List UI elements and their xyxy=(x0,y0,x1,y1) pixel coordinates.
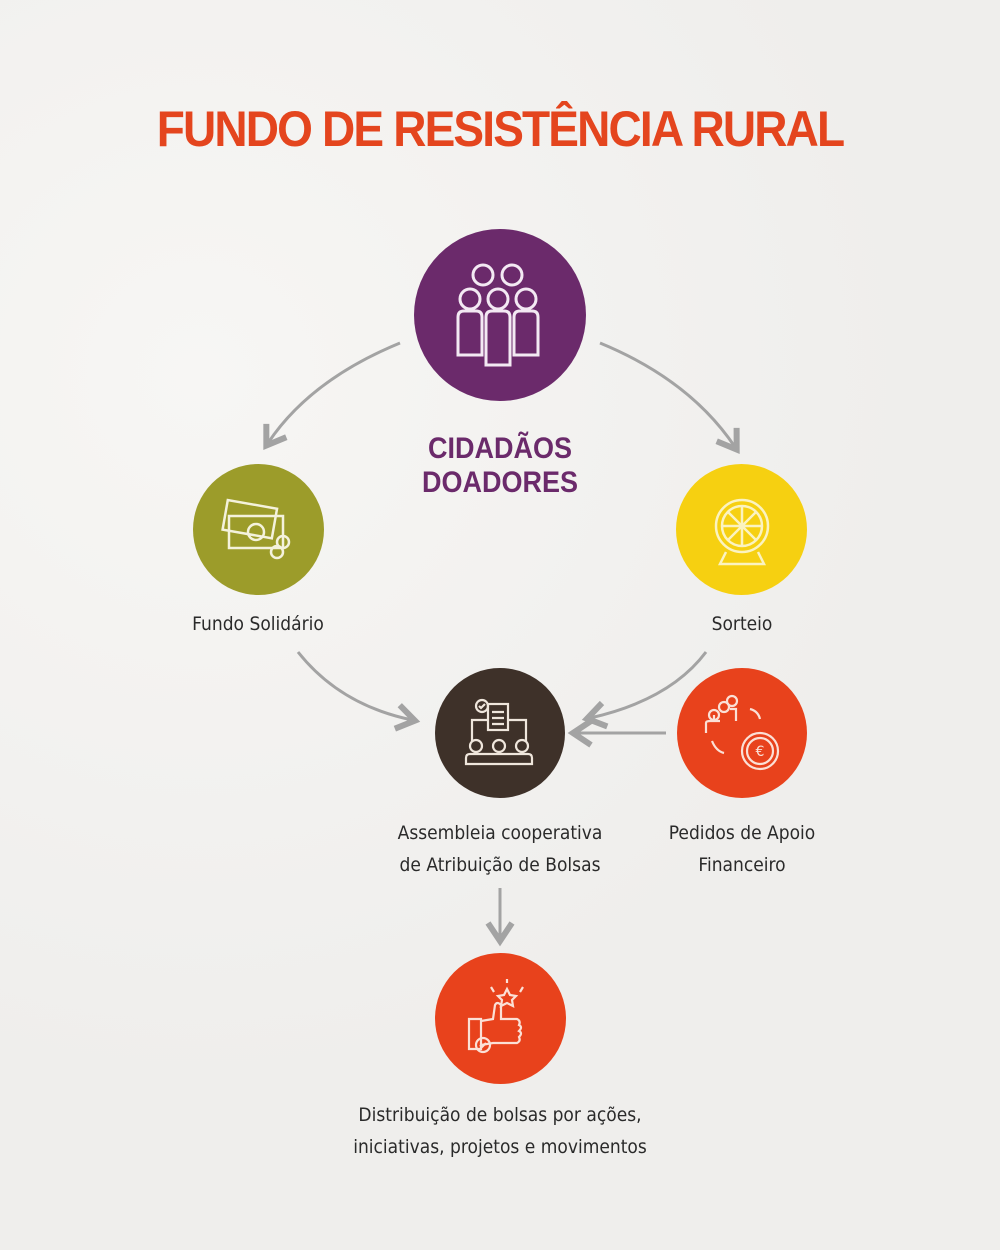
raffle-drum-icon xyxy=(714,498,769,565)
requests-label-line2: Financeiro xyxy=(698,854,786,876)
assembly-label: Assembleia cooperativa de Atribuição de … xyxy=(374,817,626,881)
distribution-label-line2: iniciativas, projetos e movimentos xyxy=(353,1136,647,1158)
arrow-donors-to-fund xyxy=(263,341,401,450)
fund-label: Fundo Solidário xyxy=(192,613,324,635)
assembly-node xyxy=(435,668,565,798)
donors-label-line2: DOADORES xyxy=(421,466,579,499)
donors-node xyxy=(414,229,586,401)
donors-label: CIDADÃOS DOADORES xyxy=(392,432,608,500)
raffle-node xyxy=(676,464,807,595)
assembly-label-line2: de Atribuição de Bolsas xyxy=(399,854,601,876)
distribution-node xyxy=(435,953,566,1084)
requests-label: Pedidos de Apoio Financeiro xyxy=(634,817,850,881)
arrow-fund-to-assembly xyxy=(296,651,421,732)
assembly-document-icon xyxy=(464,698,534,766)
donors-label-line1: CIDADÃOS xyxy=(427,432,572,465)
people-euro-icon: € xyxy=(704,694,780,771)
distribution-label-line1: Distribuição de bolsas por ações, xyxy=(358,1104,642,1126)
thumbs-up-star-icon xyxy=(467,978,524,1053)
people-group-icon xyxy=(456,263,540,367)
svg-text:€: € xyxy=(756,744,765,760)
assembly-label-line1: Assembleia cooperativa xyxy=(397,822,603,844)
arrow-raffle-to-assembly xyxy=(581,651,708,730)
page-title: FUNDO DE RESISTÊNCIA RURAL xyxy=(156,101,845,157)
requests-label-line1: Pedidos de Apoio xyxy=(668,822,816,844)
money-bills-icon xyxy=(220,498,290,559)
arrow-donors-to-raffle xyxy=(599,341,740,454)
fund-node xyxy=(193,464,324,595)
raffle-label: Sorteio xyxy=(711,613,773,635)
requests-node: € xyxy=(677,668,807,798)
distribution-label: Distribuição de bolsas por ações, inicia… xyxy=(320,1099,680,1163)
